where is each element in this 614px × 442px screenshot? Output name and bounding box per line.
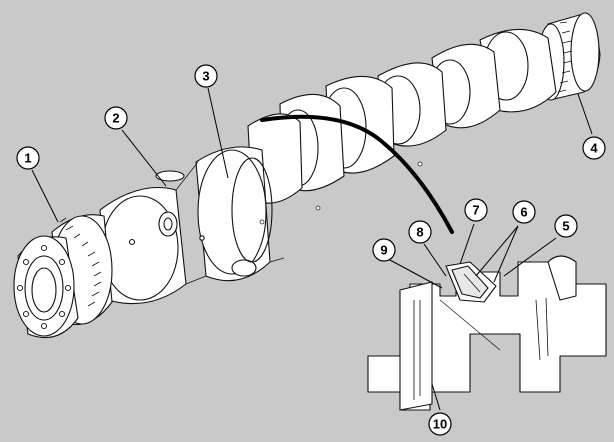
crankshaft	[13, 12, 601, 339]
callout-circle	[408, 220, 432, 244]
callout-circle	[428, 412, 452, 436]
cable	[260, 114, 454, 234]
callout-number: 5	[562, 219, 569, 234]
callout-circle	[554, 214, 578, 238]
callout-1: 1	[16, 146, 40, 170]
callout-number: 3	[202, 69, 209, 84]
front-flange	[13, 235, 79, 339]
callout-number: 8	[416, 225, 423, 240]
callout-2: 2	[104, 106, 128, 130]
callout-circle	[194, 64, 218, 88]
callout-circle	[104, 106, 128, 130]
callout-number: 1	[24, 151, 31, 166]
callout-10: 10	[428, 412, 452, 436]
callout-circle	[464, 198, 488, 222]
callout-number: 4	[590, 141, 598, 156]
callout-number: 10	[433, 417, 447, 432]
callout-3: 3	[194, 64, 218, 88]
shaft-outline	[175, 161, 423, 285]
main-journal-2	[99, 170, 187, 305]
main-journal-3	[195, 146, 273, 282]
callout-6: 6	[512, 200, 536, 224]
callout-number: 6	[520, 205, 527, 220]
callout-circle	[582, 136, 606, 160]
callout-9: 9	[372, 238, 396, 262]
callout-7: 7	[464, 198, 488, 222]
callout-circle	[16, 146, 40, 170]
callout-8: 8	[408, 220, 432, 244]
callout-circle	[512, 200, 536, 224]
callout-number: 9	[380, 243, 387, 258]
callout-circle	[372, 238, 396, 262]
leader-lines	[31, 87, 593, 411]
callout-4: 4	[582, 136, 606, 160]
callouts: 1 2 3 4 5 6 7 8 9 10	[16, 64, 606, 436]
callout-number: 2	[112, 111, 119, 126]
callout-number: 7	[472, 203, 479, 218]
detail-inset	[367, 255, 607, 411]
callout-5: 5	[554, 214, 578, 238]
crank-webs	[247, 28, 557, 204]
